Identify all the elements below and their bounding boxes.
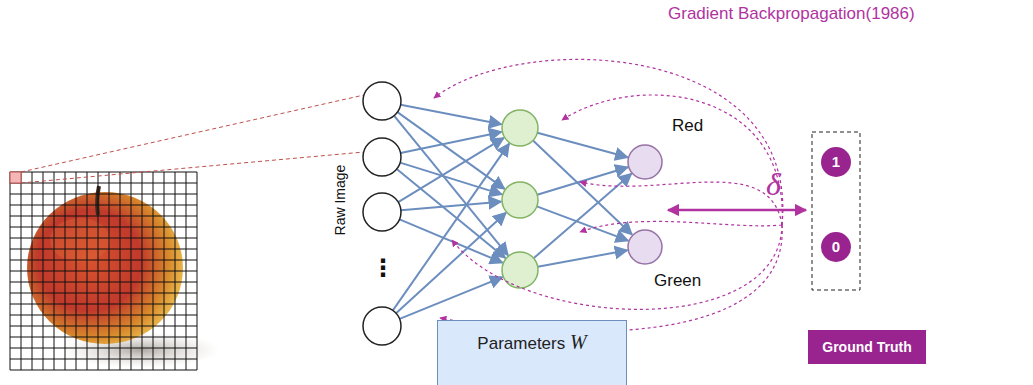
grid-line	[10, 304, 197, 305]
pixel-grid	[10, 172, 197, 370]
ground-truth-box: Ground Truth	[808, 330, 926, 364]
hidden-neuron	[502, 110, 538, 146]
target-value: 1	[821, 147, 851, 177]
grid-line	[10, 370, 197, 371]
grid-line	[10, 337, 197, 338]
grid-line	[10, 238, 197, 239]
weight-line	[401, 132, 502, 153]
neurons	[363, 82, 662, 345]
ellipsis: ⋮	[371, 254, 395, 282]
weight-line	[538, 250, 628, 266]
grid-line	[10, 172, 197, 173]
figure-title: Gradient Backpropagation(1986)	[668, 4, 915, 24]
weight-line	[533, 140, 632, 234]
grid-line	[10, 348, 197, 349]
pixel-leader	[21, 95, 364, 172]
output-neuron	[628, 145, 662, 179]
error-symbol: δ	[766, 166, 781, 203]
target-value: 0	[821, 232, 851, 262]
parameters-box: Parameters W	[437, 320, 627, 385]
axis-label: Raw Image	[332, 165, 348, 236]
input-neuron	[363, 307, 401, 345]
grid-line	[10, 216, 197, 217]
hidden-neuron	[502, 182, 538, 218]
node-text: Ground Truth	[822, 339, 911, 355]
input-neuron	[363, 193, 401, 231]
grid-line	[10, 194, 197, 195]
weight-line	[400, 277, 503, 319]
weight-line	[400, 163, 502, 195]
node-text: 1	[832, 153, 840, 170]
grid-line	[10, 359, 197, 360]
grid-line	[10, 183, 197, 184]
ground-truth-frame	[812, 132, 860, 290]
output-neuron	[628, 230, 662, 264]
weight-line	[401, 105, 502, 125]
class-label: Green	[654, 271, 701, 291]
weight-line	[394, 116, 508, 256]
pixel-leader	[21, 152, 364, 183]
weight-line	[397, 169, 506, 258]
grid-line	[10, 282, 197, 283]
grid-line	[10, 227, 197, 228]
grid-line	[10, 326, 197, 327]
hidden-neuron	[502, 252, 538, 288]
weight-line	[537, 206, 628, 240]
grid-line	[10, 315, 197, 316]
weight-lines	[393, 105, 632, 319]
grid-line	[10, 293, 197, 294]
node-text: Parameters W	[477, 331, 586, 354]
grid-line	[10, 249, 197, 250]
node-text: 0	[832, 238, 840, 255]
grid-line	[10, 271, 197, 272]
weight-line	[397, 112, 504, 189]
input-neuron	[363, 82, 401, 120]
pixel-highlight	[10, 172, 21, 183]
grid-line	[10, 205, 197, 206]
error-arrow	[668, 209, 806, 212]
input-neuron	[363, 138, 401, 176]
backprop-curves	[434, 59, 783, 331]
weight-line	[398, 138, 504, 202]
weight-line	[537, 167, 628, 195]
class-label: Red	[672, 116, 703, 136]
grid-line	[10, 260, 197, 261]
apple-image	[27, 186, 220, 368]
weight-line	[537, 133, 627, 158]
weight-line	[401, 202, 501, 211]
